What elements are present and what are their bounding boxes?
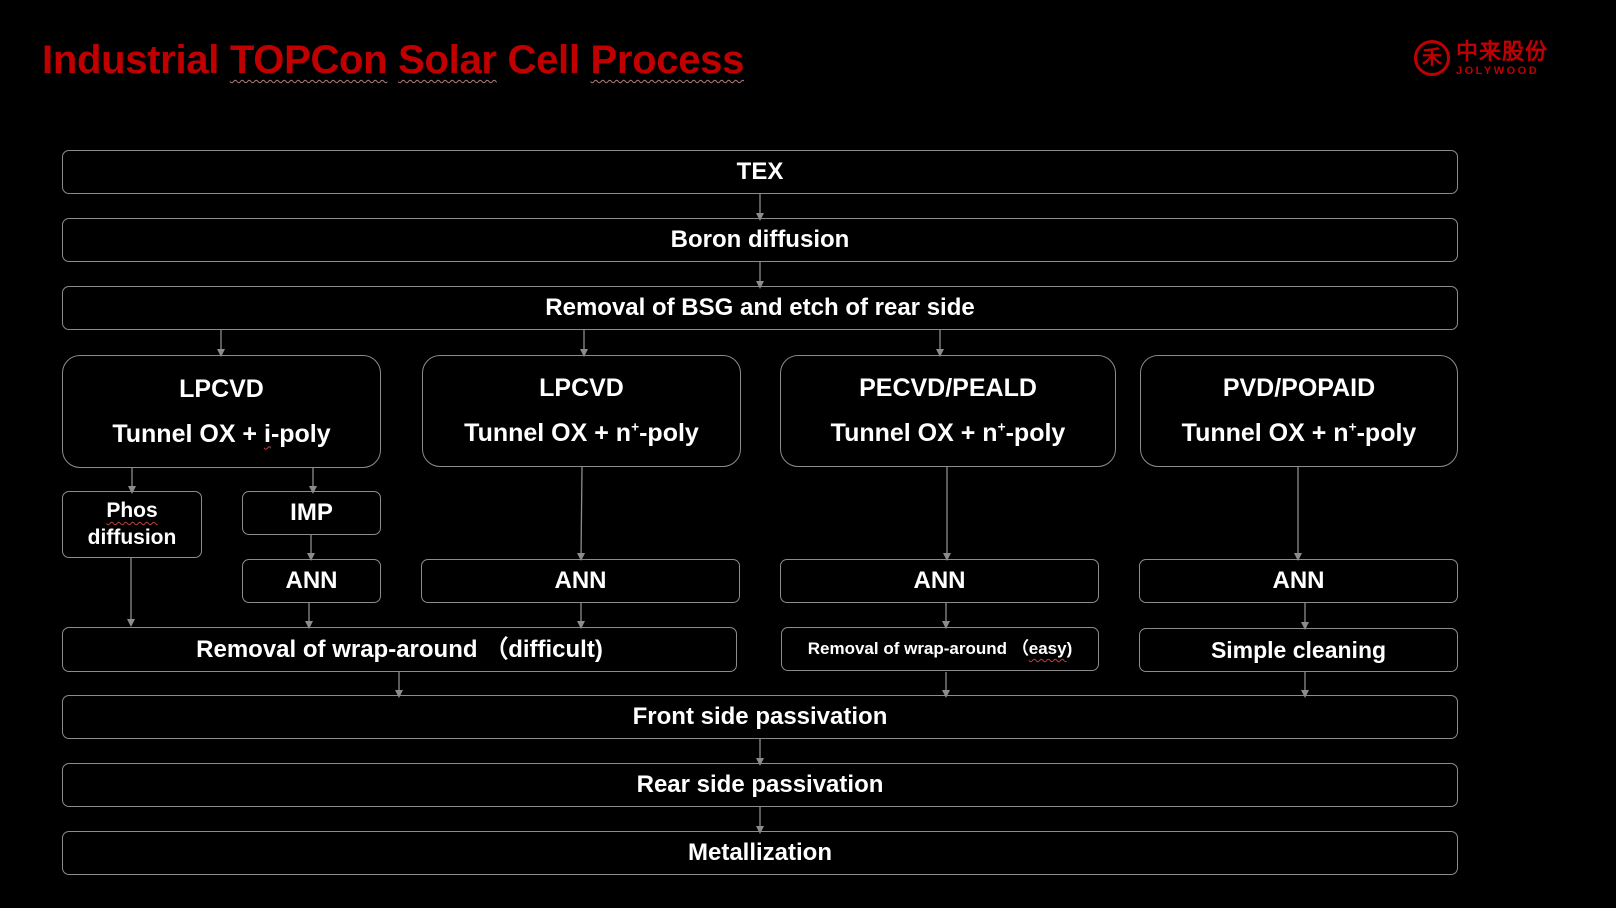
step-metallization: Metallization (62, 831, 1458, 875)
ann1-label: ANN (285, 567, 338, 595)
title-text-topcon: TOPCon (229, 38, 388, 82)
rear-pass-label: Rear side passivation (636, 771, 884, 799)
front-pass-label: Front side passivation (632, 703, 888, 731)
ann4-label: ANN (1272, 567, 1325, 595)
page-title: Industrial TOPCon Solar Cell Process (42, 38, 744, 83)
imp-label: IMP (290, 499, 333, 527)
title-text-cell: Cell (496, 38, 591, 82)
step-bsg-removal: Removal of BSG and etch of rear side (62, 286, 1458, 330)
step-rear-passivation: Rear side passivation (62, 763, 1458, 807)
branch-lpcvd-ipoly: LPCVD Tunnel OX + i-poly (62, 355, 381, 468)
branch-pvd-popaid: PVD/POPAID Tunnel OX + n+-poly (1140, 355, 1458, 467)
branch2-layer-sup: + (631, 419, 640, 435)
branch2-layer-pre: Tunnel OX + n (464, 419, 632, 447)
title-text-industrial: Industrial (42, 38, 230, 82)
metal-label: Metallization (687, 839, 832, 867)
branch4-layer-pre: Tunnel OX + n (1181, 419, 1349, 447)
branch2-process: LPCVD (539, 374, 624, 403)
branch1-layer-pre: Tunnel OX + (112, 419, 264, 448)
wrap-easy-pre: Removal of wrap-around （ (807, 639, 1029, 659)
step-wrap-removal-easy: Removal of wrap-around （easy) (781, 627, 1099, 671)
branch3-layer: Tunnel OX + n+-poly (831, 419, 1066, 448)
branch1-layer-mid: i (263, 419, 271, 448)
ann2-label: ANN (554, 567, 607, 595)
step-simple-cleaning: Simple cleaning (1139, 628, 1458, 672)
logo-english-text: JOLYWOOD (1456, 65, 1540, 77)
step-boron-label: Boron diffusion (670, 226, 850, 254)
step-wrap-removal-difficult: Removal of wrap-around （difficult) (62, 627, 737, 672)
step-ann-1: ANN (242, 559, 381, 603)
branch1-layer: Tunnel OX + i-poly (112, 420, 330, 449)
jolywood-logo: 禾 中来股份 JOLYWOOD (1414, 40, 1564, 80)
branch1-process: LPCVD (179, 374, 264, 403)
step-imp: IMP (242, 491, 381, 535)
branch4-layer-post: -poly (1356, 419, 1417, 447)
step-phos-diffusion: Phos diffusion (62, 491, 202, 558)
wrap-easy-label: Removal of wrap-around （easy) (808, 639, 1073, 659)
step-tex: TEX (62, 150, 1458, 194)
branch-pecvd-peald: PECVD/PEALD Tunnel OX + n+-poly (780, 355, 1116, 467)
logo-mark-icon: 禾 (1414, 40, 1450, 76)
simple-cleaning-label: Simple cleaning (1210, 636, 1387, 663)
ann3-label: ANN (913, 567, 966, 595)
branch4-process: PVD/POPAID (1222, 374, 1376, 403)
step-ann-4: ANN (1139, 559, 1458, 603)
step-boron-diffusion: Boron diffusion (62, 218, 1458, 262)
branch-lpcvd-npoly: LPCVD Tunnel OX + n+-poly (422, 355, 741, 467)
step-ann-2: ANN (421, 559, 740, 603)
branch3-layer-sup: + (997, 419, 1006, 435)
branch3-process: PECVD/PEALD (859, 374, 1037, 403)
step-tex-label: TEX (736, 158, 784, 186)
wrap-easy-word: easy (1028, 639, 1067, 659)
arrow-branch2-ann2 (577, 466, 586, 561)
step-bsg-label: Removal of BSG and etch of rear side (545, 294, 975, 322)
wrap-difficult-label: Removal of wrap-around （difficult) (196, 635, 603, 663)
branch1-layer-post: -poly (270, 419, 331, 448)
branch4-layer: Tunnel OX + n+-poly (1182, 419, 1417, 448)
wrap-easy-post: ) (1066, 639, 1073, 659)
branch3-layer-post: -poly (1005, 419, 1066, 447)
step-front-passivation: Front side passivation (62, 695, 1458, 739)
phos-line1: Phos (106, 498, 158, 522)
branch2-layer: Tunnel OX + n+-poly (464, 419, 699, 448)
logo-chinese-text: 中来股份 (1456, 39, 1549, 64)
step-ann-3: ANN (780, 559, 1099, 603)
phos-line2: diffusion (87, 526, 177, 549)
title-text-process: Process (590, 38, 745, 82)
branch3-layer-pre: Tunnel OX + n (830, 419, 998, 447)
branch2-layer-post: -poly (639, 419, 699, 447)
title-text-solar: Solar (398, 38, 497, 82)
branch4-layer-sup: + (1348, 419, 1357, 435)
